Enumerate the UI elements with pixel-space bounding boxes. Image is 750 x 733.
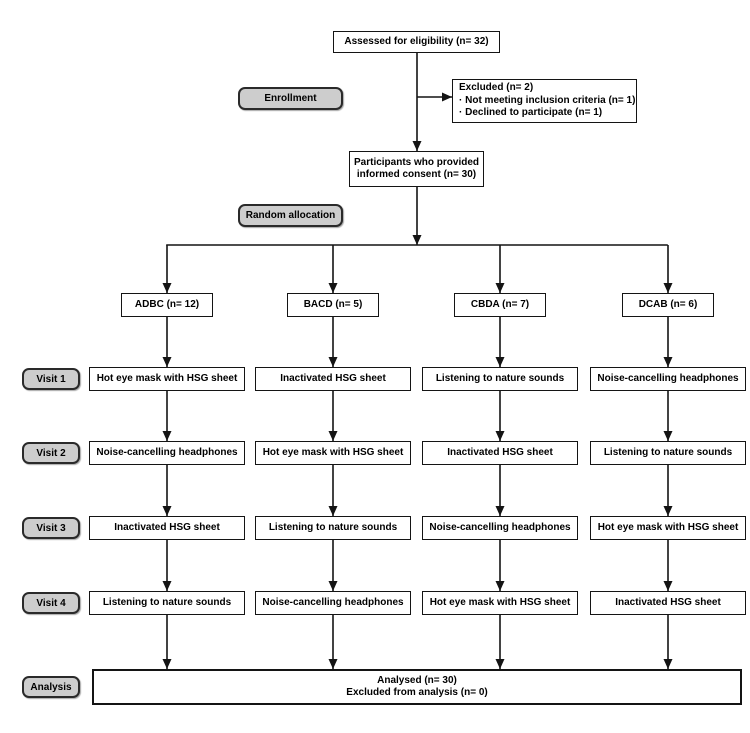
analysis-line1: Analysed (n= 30) <box>377 675 457 686</box>
visit-box: Noise-cancelling headphones <box>422 516 578 540</box>
visit-box: Listening to nature sounds <box>422 367 578 391</box>
enrollment-pill: Enrollment <box>238 87 343 110</box>
excluded-box: Excluded (n= 2) · Not meeting inclusion … <box>452 79 637 123</box>
visit-1-pill: Visit 1 <box>22 368 80 390</box>
visit-box: Inactivated HSG sheet <box>255 367 411 391</box>
analysis-box: Analysed (n= 30) Excluded from analysis … <box>92 669 742 705</box>
consent-line1: Participants who provided <box>353 157 480 168</box>
analysis-pill: Analysis <box>22 676 80 698</box>
visit-2-pill: Visit 2 <box>22 442 80 464</box>
visit-box: Noise-cancelling headphones <box>255 591 411 615</box>
visit-box: Listening to nature sounds <box>590 441 746 465</box>
group-box-cbda: CBDA (n= 7) <box>454 293 546 317</box>
visit-box: Hot eye mask with HSG sheet <box>422 591 578 615</box>
group-box-dcab: DCAB (n= 6) <box>622 293 714 317</box>
visit-box: Inactivated HSG sheet <box>89 516 245 540</box>
visit-3-pill: Visit 3 <box>22 517 80 539</box>
consent-box: Participants who provided informed conse… <box>349 151 484 187</box>
visit-box: Hot eye mask with HSG sheet <box>590 516 746 540</box>
visit-4-pill: Visit 4 <box>22 592 80 614</box>
excluded-item: · Not meeting inclusion criteria (n= 1) <box>459 94 636 106</box>
analysis-line2: Excluded from analysis (n= 0) <box>346 687 488 698</box>
assessed-box: Assessed for eligibility (n= 32) <box>333 31 500 53</box>
visit-box: Inactivated HSG sheet <box>590 591 746 615</box>
consent-line2: informed consent (n= 30) <box>356 169 477 180</box>
visit-box: Noise-cancelling headphones <box>89 441 245 465</box>
visit-box: Listening to nature sounds <box>255 516 411 540</box>
group-box-adbc: ADBC (n= 12) <box>121 293 213 317</box>
visit-box: Listening to nature sounds <box>89 591 245 615</box>
visit-box: Noise-cancelling headphones <box>590 367 746 391</box>
visit-box: Hot eye mask with HSG sheet <box>89 367 245 391</box>
group-box-bacd: BACD (n= 5) <box>287 293 379 317</box>
random-allocation-pill: Random allocation <box>238 204 343 227</box>
visit-box: Inactivated HSG sheet <box>422 441 578 465</box>
excluded-title: Excluded (n= 2) <box>459 82 534 94</box>
visit-box: Hot eye mask with HSG sheet <box>255 441 411 465</box>
excluded-item: · Declined to participate (n= 1) <box>459 107 603 119</box>
